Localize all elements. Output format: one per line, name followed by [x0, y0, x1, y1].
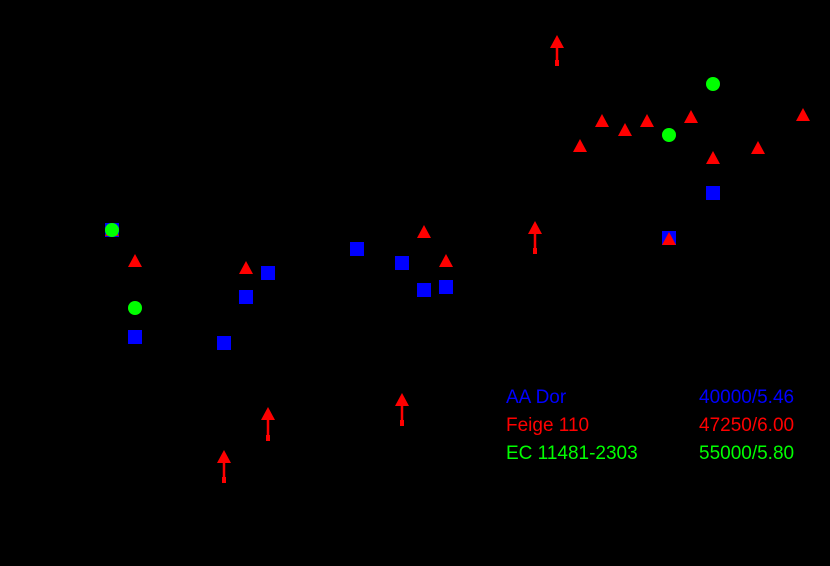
data-point-triangle	[573, 139, 587, 152]
legend-value: 40000/5.46	[699, 387, 795, 408]
legend: AA Dor 40000/5.46 Feige 110 47250/6.00 E…	[506, 384, 826, 468]
data-point-square	[217, 336, 231, 350]
data-point-circle	[662, 128, 676, 142]
data-point-triangle	[640, 114, 654, 127]
data-point-circle	[105, 223, 119, 237]
data-point-triangle	[751, 141, 765, 154]
legend-entry-feige-110: Feige 110 47250/6.00	[506, 412, 826, 440]
data-point-triangle	[595, 114, 609, 127]
legend-label: AA Dor	[506, 387, 567, 408]
legend-label: EC 11481-2303	[506, 443, 638, 464]
data-point-triangle	[439, 254, 453, 267]
data-point-square	[395, 256, 409, 270]
data-point-square	[350, 242, 364, 256]
upper-limit-triangle-icon	[528, 221, 542, 234]
upper-limit-triangle-icon	[395, 393, 409, 406]
data-point-circle	[706, 77, 720, 91]
legend-value: 47250/6.00	[699, 415, 795, 436]
upper-limit-tip	[555, 60, 559, 66]
data-point-triangle	[128, 254, 142, 267]
upper-limit-tip	[222, 477, 226, 483]
legend-value: 55000/5.80	[699, 443, 795, 464]
data-point-triangle	[662, 232, 676, 245]
upper-limit-tip	[266, 435, 270, 441]
legend-entry-aa-dor: AA Dor 40000/5.46	[506, 384, 826, 412]
data-point-triangle	[796, 108, 810, 121]
upper-limit-tip	[400, 420, 404, 426]
data-point-square	[128, 330, 142, 344]
data-point-triangle	[684, 110, 698, 123]
upper-limit-triangle-icon	[550, 35, 564, 48]
data-point-square	[706, 186, 720, 200]
data-point-square	[261, 266, 275, 280]
data-point-triangle	[239, 261, 253, 274]
data-point-square	[417, 283, 431, 297]
upper-limit-triangle-icon	[217, 450, 231, 463]
upper-limit-triangle-icon	[261, 407, 275, 420]
upper-limit-tip	[533, 248, 537, 254]
data-point-triangle	[618, 123, 632, 136]
data-point-square	[439, 280, 453, 294]
data-point-triangle	[706, 151, 720, 164]
data-point-square	[239, 290, 253, 304]
data-point-circle	[128, 301, 142, 315]
data-point-triangle	[417, 225, 431, 238]
legend-entry-ec-11481-2303: EC 11481-2303 55000/5.80	[506, 440, 826, 468]
legend-label: Feige 110	[506, 415, 590, 436]
